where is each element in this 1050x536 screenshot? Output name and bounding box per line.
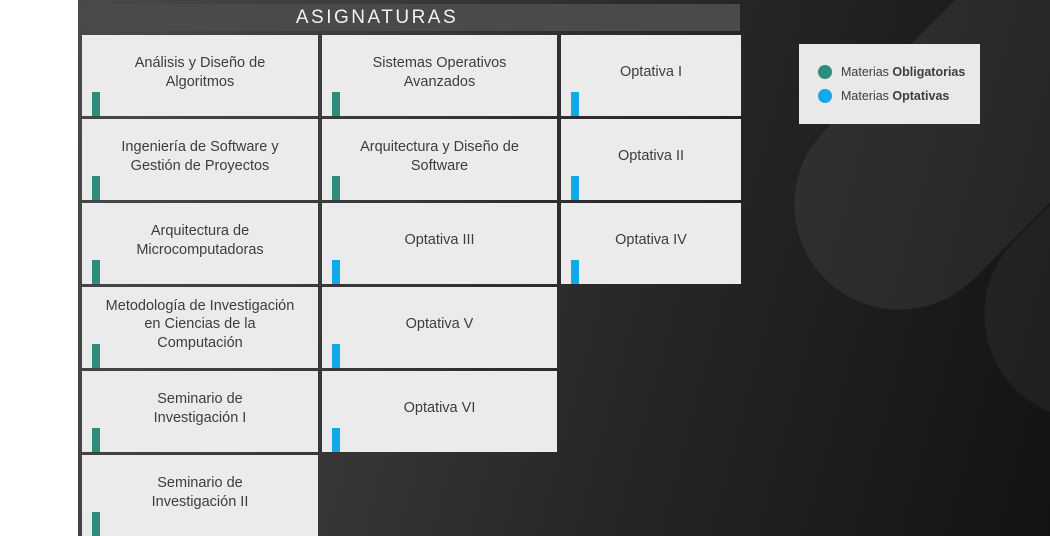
optativa-indicator-bar: [332, 428, 340, 452]
course-card: Ingeniería de Software y Gestión de Proy…: [82, 119, 318, 200]
course-name: Arquitectura de Microcomputadoras: [136, 223, 264, 258]
course-name: Arquitectura y Diseño de Software: [360, 139, 519, 174]
course-card: Optativa III: [322, 203, 557, 284]
course-card: Arquitectura y Diseño de Software: [322, 119, 557, 200]
optativa-indicator-bar: [571, 92, 579, 116]
course-card: Optativa V: [322, 287, 557, 368]
course-name: Optativa I: [619, 64, 683, 81]
course-name: Optativa VI: [403, 400, 476, 417]
course-card: Sistemas Operativos Avanzados: [322, 35, 557, 116]
course-card: Metodología de Investigación en Ciencias…: [82, 287, 318, 368]
course-name: Seminario de Investigación I: [153, 391, 247, 426]
course-name: Optativa IV: [615, 232, 687, 249]
course-card: Seminario de Investigación II: [82, 455, 318, 536]
obligatoria-indicator-bar: [92, 512, 100, 536]
course-name: Ingeniería de Software y Gestión de Proy…: [121, 139, 279, 174]
legend-item: Materias Optativas: [818, 89, 980, 103]
course-name: Metodología de Investigación en Ciencias…: [105, 298, 295, 351]
left-white-margin: [0, 0, 78, 536]
course-name: Seminario de Investigación II: [151, 475, 249, 510]
obligatoria-indicator-bar: [92, 428, 100, 452]
course-name: Optativa III: [404, 232, 475, 249]
course-name: Optativa II: [617, 148, 685, 165]
legend-item: Materias Obligatorias: [818, 65, 980, 79]
legend-label: Materias Obligatorias: [841, 65, 966, 79]
course-card: Optativa IV: [561, 203, 741, 284]
page-title: ASIGNATURAS: [295, 6, 459, 28]
course-card: Análisis y Diseño de Algoritmos: [82, 35, 318, 116]
optativas-dot-icon: [818, 89, 832, 103]
legend-label: Materias Optativas: [841, 89, 950, 103]
obligatorias-dot-icon: [818, 65, 832, 79]
obligatoria-indicator-bar: [92, 260, 100, 284]
course-name: Sistemas Operativos Avanzados: [372, 55, 507, 90]
course-card: Seminario de Investigación I: [82, 371, 318, 452]
optativa-indicator-bar: [571, 260, 579, 284]
course-name: Optativa V: [405, 316, 474, 333]
course-card: Optativa VI: [322, 371, 557, 452]
course-name: Análisis y Diseño de Algoritmos: [134, 55, 266, 90]
course-card: Optativa II: [561, 119, 741, 200]
obligatoria-indicator-bar: [332, 176, 340, 200]
obligatoria-indicator-bar: [92, 176, 100, 200]
course-card: Optativa I: [561, 35, 741, 116]
obligatoria-indicator-bar: [92, 92, 100, 116]
courses-grid: Análisis y Diseño de Algoritmos Sistemas …: [82, 35, 741, 536]
obligatoria-indicator-bar: [92, 344, 100, 368]
optativa-indicator-bar: [332, 344, 340, 368]
obligatoria-indicator-bar: [332, 92, 340, 116]
header-bar: ASIGNATURAS: [86, 4, 740, 31]
optativa-indicator-bar: [332, 260, 340, 284]
course-card: Arquitectura de Microcomputadoras: [82, 203, 318, 284]
optativa-indicator-bar: [571, 176, 579, 200]
